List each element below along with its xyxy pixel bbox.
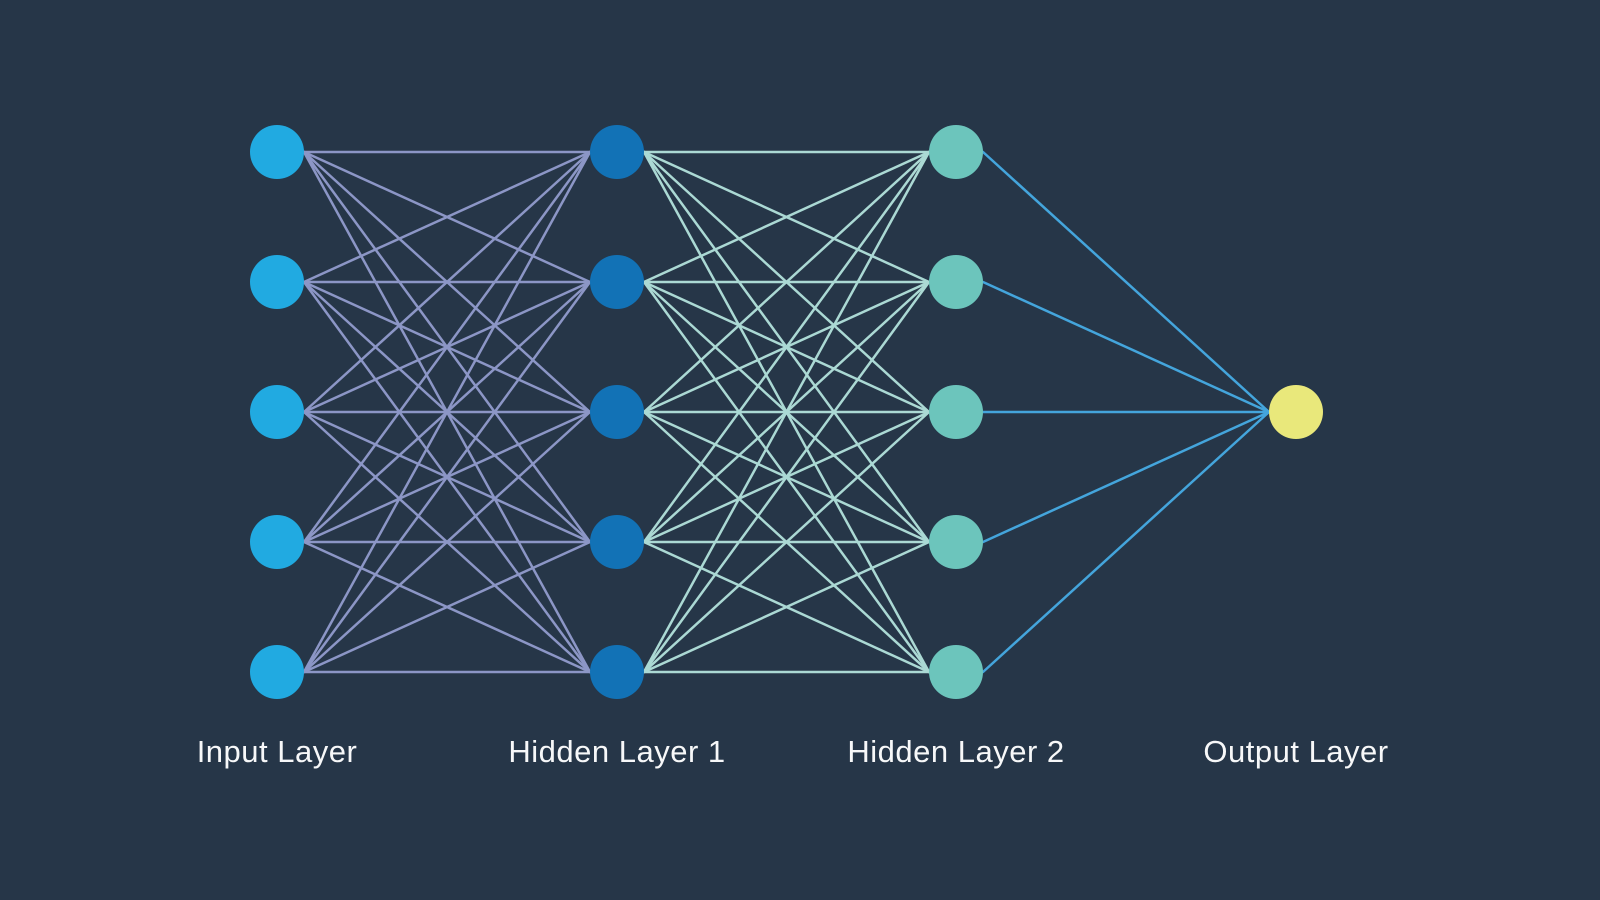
hidden-layer-2-label: Hidden Layer 2 xyxy=(847,734,1064,769)
hidden-layer-2-node-1 xyxy=(929,125,983,179)
edge-hidden-layer-1-5-to-hidden-layer-2-3 xyxy=(642,410,931,674)
edge-hidden-layer-2-5-to-output-layer-1 xyxy=(981,410,1271,674)
edges-group xyxy=(302,150,1271,674)
edge-input-layer-5-to-hidden-layer-1-2 xyxy=(302,280,592,674)
edge-input-layer-5-to-hidden-layer-1-1 xyxy=(302,150,592,674)
edge-hidden-layer-1-5-to-hidden-layer-2-1 xyxy=(642,150,931,674)
edge-input-layer-2-to-hidden-layer-1-1 xyxy=(302,150,592,284)
edge-input-layer-5-to-hidden-layer-1-4 xyxy=(302,540,592,674)
input-layer-node-2 xyxy=(250,255,304,309)
edge-hidden-layer-1-2-to-hidden-layer-2-1 xyxy=(642,150,931,284)
input-layer-node-1 xyxy=(250,125,304,179)
hidden-layer-1-node-5 xyxy=(590,645,644,699)
edge-hidden-layer-2-1-to-output-layer-1 xyxy=(981,150,1271,414)
hidden-layer-1-node-4 xyxy=(590,515,644,569)
edge-hidden-layer-2-4-to-output-layer-1 xyxy=(981,410,1271,544)
output-layer-node-1 xyxy=(1269,385,1323,439)
hidden-layer-2-node-5 xyxy=(929,645,983,699)
edge-hidden-layer-1-3-to-hidden-layer-2-1 xyxy=(642,150,931,414)
edge-hidden-layer-2-2-to-output-layer-1 xyxy=(981,280,1271,414)
edge-input-layer-4-to-hidden-layer-1-1 xyxy=(302,150,592,544)
hidden-layer-2-node-2 xyxy=(929,255,983,309)
nodes-group xyxy=(250,125,1323,699)
input-layer-label: Input Layer xyxy=(197,734,358,769)
edge-input-layer-5-to-hidden-layer-1-3 xyxy=(302,410,592,674)
edge-hidden-layer-1-4-to-hidden-layer-2-1 xyxy=(642,150,931,544)
labels-group: Input Layer Hidden Layer 1 Hidden Layer 2 O… xyxy=(197,734,1388,769)
edge-input-layer-3-to-hidden-layer-1-1 xyxy=(302,150,592,414)
hidden-layer-1-node-2 xyxy=(590,255,644,309)
input-layer-node-5 xyxy=(250,645,304,699)
edge-hidden-layer-1-5-to-hidden-layer-2-2 xyxy=(642,280,931,674)
input-layer-node-4 xyxy=(250,515,304,569)
output-layer-label: Output Layer xyxy=(1203,734,1388,769)
hidden-layer-1-node-3 xyxy=(590,385,644,439)
edge-hidden-layer-1-5-to-hidden-layer-2-4 xyxy=(642,540,931,674)
hidden-layer-2-node-4 xyxy=(929,515,983,569)
input-layer-node-3 xyxy=(250,385,304,439)
hidden-layer-2-node-3 xyxy=(929,385,983,439)
hidden-layer-1-node-1 xyxy=(590,125,644,179)
hidden-layer-1-label: Hidden Layer 1 xyxy=(508,734,725,769)
